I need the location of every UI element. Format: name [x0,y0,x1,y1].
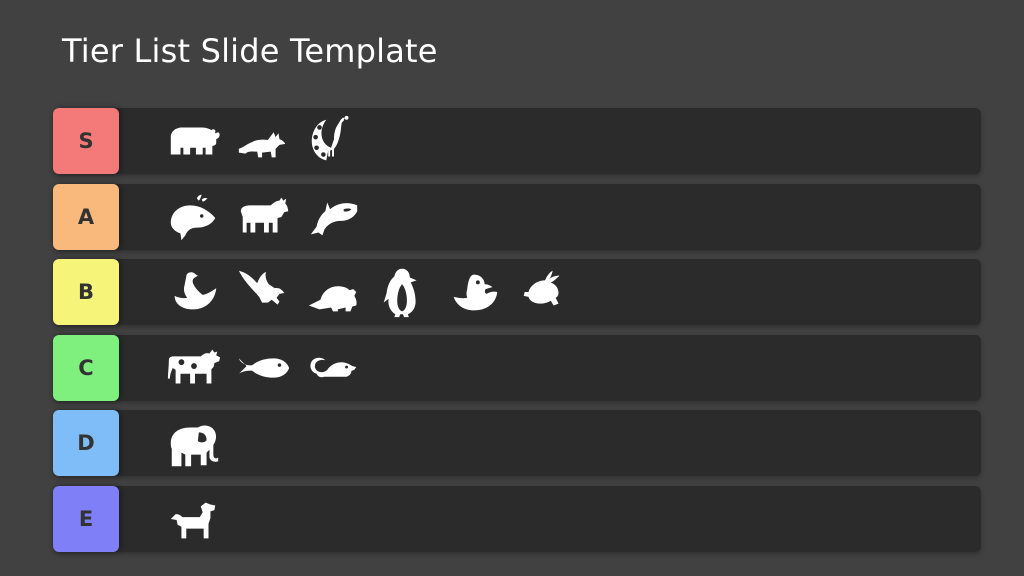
bear-icon[interactable] [165,112,223,170]
dog-icon[interactable] [165,490,223,548]
bull-icon[interactable] [235,188,293,246]
peacock-icon[interactable] [305,112,363,170]
tier-row-c: C [53,334,981,401]
tier-icons-d [165,410,223,476]
tier-label-a[interactable]: A [53,183,119,250]
tier-row-d: D [53,410,981,476]
tier-icons-b [165,259,573,325]
orca-icon[interactable] [305,188,363,246]
tier-label-d[interactable]: D [53,410,119,476]
tier-row-s: S [53,108,981,174]
tier-label-e[interactable]: E [53,485,119,552]
tier-icons-e [165,486,223,552]
beaver-icon[interactable] [305,263,363,321]
tier-icons-a [165,184,363,250]
penguin-icon[interactable] [375,263,433,321]
cow-icon[interactable] [165,339,223,397]
rabbit-icon[interactable] [515,263,573,321]
tier-row-a: A [53,183,981,250]
elephant-icon[interactable] [165,414,223,472]
whale-icon[interactable] [165,188,223,246]
tier-label-b[interactable]: B [53,259,119,325]
tier-row-b: B [53,259,981,325]
tier-label-s[interactable]: S [53,108,119,174]
slide-title: Tier List Slide Template [62,32,438,70]
tier-row-e: E [53,485,981,552]
tier-list: S A B C D E [53,108,981,561]
tier-icons-s [165,108,363,174]
fish-icon[interactable] [235,339,293,397]
duck-icon[interactable] [445,263,503,321]
eagle-icon[interactable] [235,263,293,321]
swan-icon[interactable] [165,263,223,321]
tier-icons-c [165,335,363,401]
mouse-icon[interactable] [305,339,363,397]
tier-label-c[interactable]: C [53,334,119,401]
fox-icon[interactable] [235,112,293,170]
